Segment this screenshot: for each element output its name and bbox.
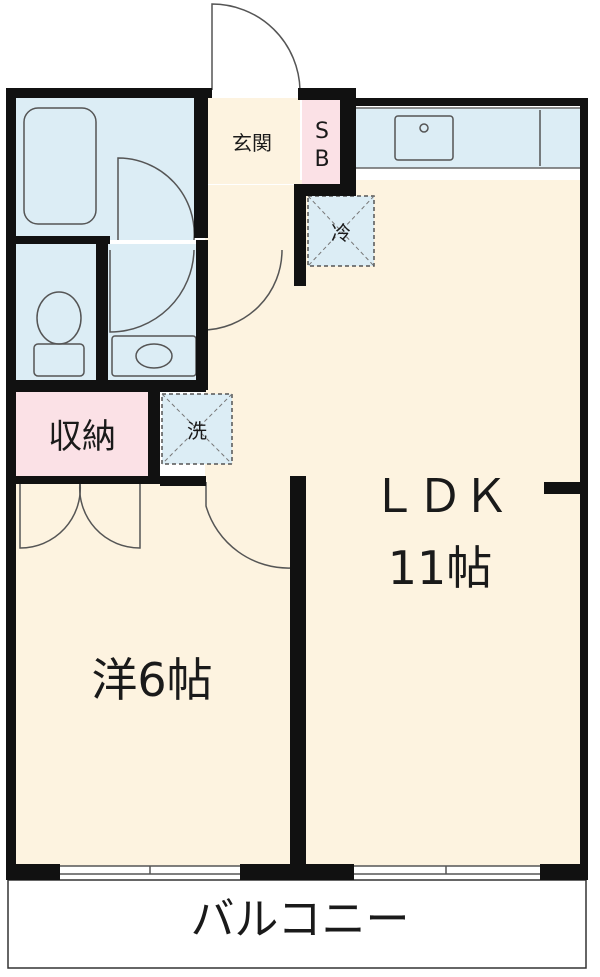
storage-floor: [14, 392, 154, 480]
bathtub-room-floor: [14, 96, 194, 240]
hall-door: [201, 249, 283, 331]
washroom-floor: [106, 244, 202, 380]
floor-fills: [7, 96, 587, 969]
toilet-room-floor: [14, 244, 102, 380]
ldk-floor: [300, 180, 586, 870]
storage-label: 収納: [48, 417, 116, 457]
genkan-label: 玄関: [232, 131, 272, 155]
storage-door-right: [78, 481, 141, 549]
sink-basin: [394, 115, 454, 161]
washbasin-bowl: [135, 343, 173, 369]
bathtub: [23, 107, 97, 225]
sb-floor: [302, 98, 342, 184]
appliance-spaces: [161, 195, 375, 465]
ldk-label: ＬＤＫ: [371, 469, 509, 523]
western-room-floor: [14, 480, 300, 870]
window-western: [57, 865, 245, 875]
walls: [6, 88, 588, 880]
sb-label-bottom: B: [314, 147, 329, 172]
bath-door: [117, 157, 195, 241]
washroom-door: [109, 249, 195, 333]
toilet-bowl: [36, 291, 82, 345]
balcony-label: バルコニー: [190, 894, 409, 945]
entrance-door: [211, 3, 301, 91]
genkan-floor: [208, 98, 300, 184]
ldk-size-label: 11帖: [388, 541, 493, 595]
balcony-floor: [7, 879, 587, 969]
window-ldk: [351, 865, 543, 875]
labels: 玄関 S B 冷 洗 収納 ＬＤＫ 11帖 洋6帖 バルコニー: [48, 119, 509, 945]
kitchen-counter: [354, 107, 584, 169]
refrigerator-label: 冷: [331, 221, 351, 245]
western-room-label: 洋6帖: [91, 653, 212, 707]
sink-drain: [419, 123, 429, 133]
sb-label-top: S: [315, 119, 329, 144]
western-room-door: [205, 482, 293, 569]
washer-label: 洗: [187, 419, 207, 443]
